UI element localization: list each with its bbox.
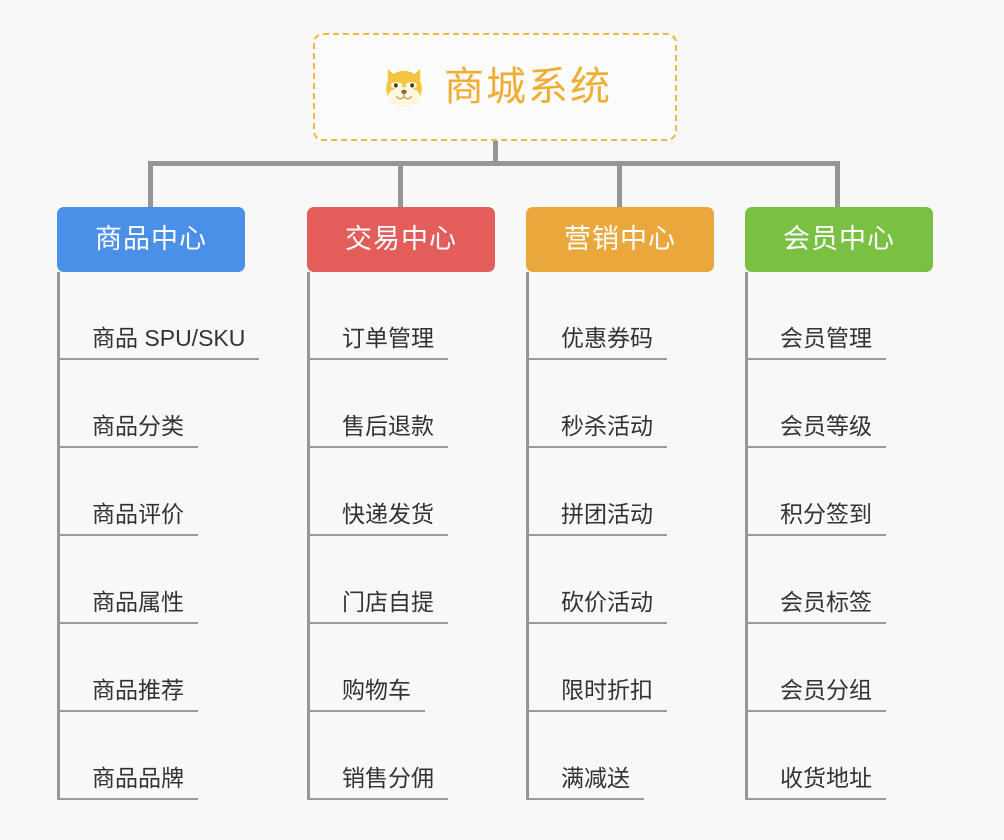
list-item[interactable]: 拼团活动 — [526, 448, 714, 536]
connector-drop-1 — [148, 161, 153, 207]
list-item[interactable]: 购物车 — [307, 624, 495, 712]
list-item[interactable]: 商品推荐 — [57, 624, 245, 712]
list-item-rule — [745, 798, 886, 800]
list-item-label: 商品属性 — [92, 589, 184, 615]
branch-header-label: 营销中心 — [564, 224, 676, 254]
list-item-label: 商品分类 — [92, 413, 184, 439]
list-item[interactable]: 收货地址 — [745, 712, 933, 800]
list-item[interactable]: 秒杀活动 — [526, 360, 714, 448]
list-item[interactable]: 会员等级 — [745, 360, 933, 448]
list-item[interactable]: 砍价活动 — [526, 536, 714, 624]
list-item[interactable]: 商品属性 — [57, 536, 245, 624]
list-item-rule — [307, 710, 425, 712]
list-item-label: 购物车 — [342, 677, 411, 703]
list-item-rule — [307, 534, 448, 536]
branch-items-4: 会员管理 会员等级 积分签到 会员标签 会员分组 收货地址 — [745, 272, 933, 800]
list-item[interactable]: 会员分组 — [745, 624, 933, 712]
list-item-label: 商品品牌 — [92, 765, 184, 791]
branch-header-4[interactable]: 会员中心 — [745, 207, 933, 272]
list-item-rule — [526, 798, 644, 800]
list-item[interactable]: 商品品牌 — [57, 712, 245, 800]
list-item-rule — [307, 798, 448, 800]
branch-header-2[interactable]: 交易中心 — [307, 207, 495, 272]
branch-items-1: 商品 SPU/SKU 商品分类 商品评价 商品属性 商品推荐 商品品牌 — [57, 272, 259, 800]
list-item[interactable]: 商品 SPU/SKU — [57, 272, 259, 360]
list-item-rule — [745, 622, 886, 624]
list-item-label: 积分签到 — [780, 501, 872, 527]
list-item-rule — [57, 798, 198, 800]
list-item-rule — [57, 622, 198, 624]
list-item-label: 商品推荐 — [92, 677, 184, 703]
list-item-rule — [307, 446, 448, 448]
list-item-rule — [526, 358, 667, 360]
list-item[interactable]: 门店自提 — [307, 536, 495, 624]
list-item[interactable]: 积分签到 — [745, 448, 933, 536]
list-item[interactable]: 售后退款 — [307, 360, 495, 448]
connector-drop-3 — [617, 161, 622, 207]
list-item-rule — [57, 710, 198, 712]
list-item-label: 优惠券码 — [561, 325, 653, 351]
list-item[interactable]: 优惠券码 — [526, 272, 714, 360]
list-item-rule — [307, 622, 448, 624]
branch-column-3: 营销中心 优惠券码 秒杀活动 拼团活动 砍价活动 限时折扣 满减送 — [526, 207, 714, 800]
list-item-rule — [57, 534, 198, 536]
list-item-label: 会员管理 — [780, 325, 872, 351]
list-item-label: 订单管理 — [342, 325, 434, 351]
list-item-rule — [526, 710, 667, 712]
list-item-label: 商品 SPU/SKU — [92, 325, 246, 351]
list-item-label: 满减送 — [561, 765, 630, 791]
list-item[interactable]: 限时折扣 — [526, 624, 714, 712]
list-item[interactable]: 商品评价 — [57, 448, 245, 536]
branch-header-label: 会员中心 — [783, 224, 895, 254]
list-item-rule — [57, 358, 259, 360]
branch-header-label: 商品中心 — [95, 224, 207, 254]
root-title: 商城系统 — [444, 65, 612, 109]
list-item-rule — [57, 446, 198, 448]
branch-column-2: 交易中心 订单管理 售后退款 快递发货 门店自提 购物车 销售分佣 — [307, 207, 495, 800]
list-item-label: 门店自提 — [342, 589, 434, 615]
list-item-label: 会员分组 — [780, 677, 872, 703]
connector-drop-4 — [835, 161, 840, 207]
list-item-rule — [526, 446, 667, 448]
branch-header-3[interactable]: 营销中心 — [526, 207, 714, 272]
list-item-label: 销售分佣 — [342, 765, 434, 791]
list-item-rule — [745, 534, 886, 536]
branch-items-3: 优惠券码 秒杀活动 拼团活动 砍价活动 限时折扣 满减送 — [526, 272, 714, 800]
list-item-rule — [745, 446, 886, 448]
branch-header-label: 交易中心 — [345, 224, 457, 254]
list-item[interactable]: 销售分佣 — [307, 712, 495, 800]
list-item[interactable]: 订单管理 — [307, 272, 495, 360]
list-item-rule — [526, 622, 667, 624]
list-item-label: 商品评价 — [92, 501, 184, 527]
list-item-rule — [745, 710, 886, 712]
list-item-label: 快递发货 — [342, 501, 434, 527]
shiba-dog-icon — [378, 61, 430, 113]
list-item-rule — [307, 358, 448, 360]
branch-column-4: 会员中心 会员管理 会员等级 积分签到 会员标签 会员分组 收货地址 — [745, 207, 933, 800]
list-item[interactable]: 会员标签 — [745, 536, 933, 624]
root-node[interactable]: 商城系统 — [313, 33, 677, 141]
connector-drop-2 — [398, 161, 403, 207]
list-item[interactable]: 快递发货 — [307, 448, 495, 536]
branch-header-1[interactable]: 商品中心 — [57, 207, 245, 272]
list-item-rule — [745, 358, 886, 360]
list-item-label: 限时折扣 — [561, 677, 653, 703]
list-item-rule — [526, 534, 667, 536]
list-item-label: 收货地址 — [780, 765, 872, 791]
list-item-label: 售后退款 — [342, 413, 434, 439]
connector-bus — [148, 161, 840, 166]
list-item-label: 拼团活动 — [561, 501, 653, 527]
list-item-label: 砍价活动 — [561, 589, 653, 615]
list-item-label: 会员标签 — [780, 589, 872, 615]
list-item-label: 会员等级 — [780, 413, 872, 439]
list-item[interactable]: 满减送 — [526, 712, 714, 800]
connector-root-stem — [493, 141, 498, 165]
branch-column-1: 商品中心 商品 SPU/SKU 商品分类 商品评价 商品属性 商品推荐 商品品牌 — [57, 207, 259, 800]
list-item[interactable]: 商品分类 — [57, 360, 245, 448]
list-item-label: 秒杀活动 — [561, 413, 653, 439]
branch-items-2: 订单管理 售后退款 快递发货 门店自提 购物车 销售分佣 — [307, 272, 495, 800]
list-item[interactable]: 会员管理 — [745, 272, 933, 360]
